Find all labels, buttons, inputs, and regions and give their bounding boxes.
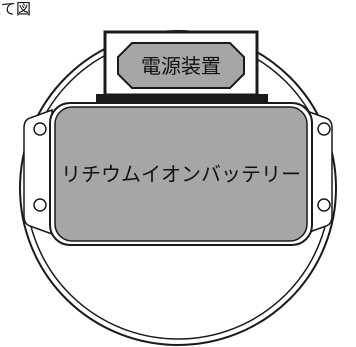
mount-hole-top-right bbox=[317, 122, 331, 136]
mount-hole-top-left bbox=[33, 122, 47, 136]
battery-label: リチウムイオンバッテリー bbox=[61, 162, 301, 186]
power-unit-label-plate bbox=[117, 42, 245, 89]
power-unit-base-plate bbox=[96, 94, 268, 102]
power-unit-label: 電源装置 bbox=[141, 54, 221, 78]
mount-hole-bottom-left bbox=[33, 198, 47, 212]
figure-caption: 立て図 bbox=[0, 0, 32, 18]
mount-hole-bottom-right bbox=[317, 198, 331, 212]
battery-body bbox=[54, 106, 308, 242]
